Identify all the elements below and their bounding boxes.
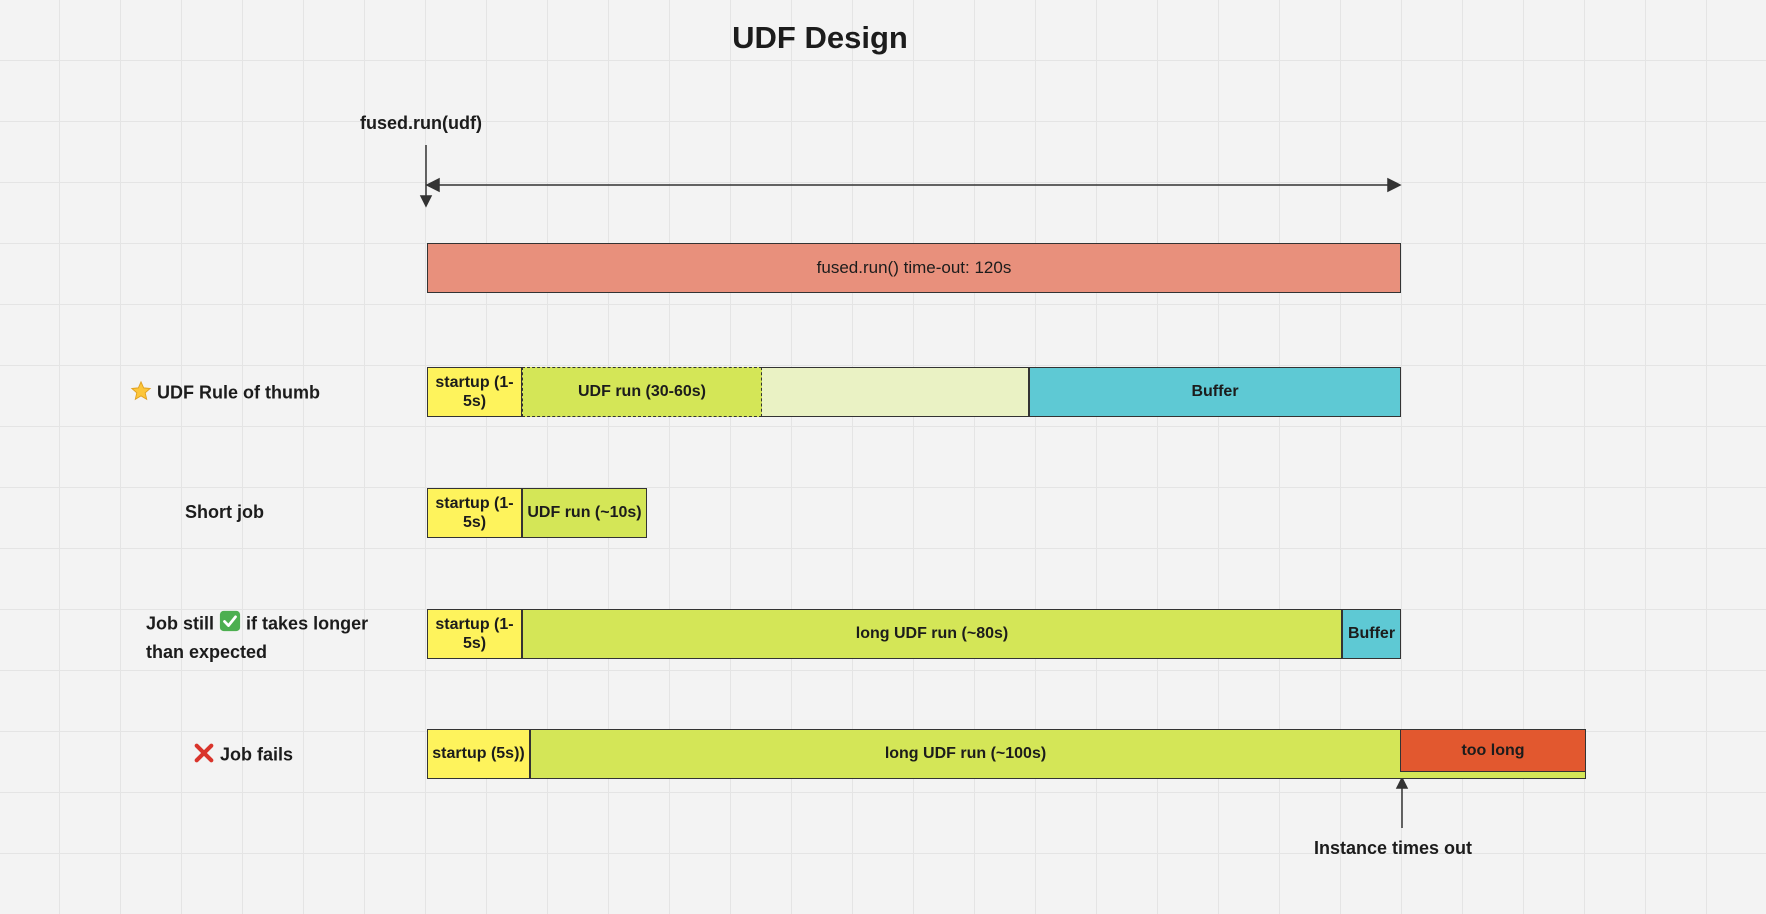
timeout-bar: fused.run() time-out: 120s xyxy=(427,243,1401,293)
row-label-rule-of-thumb: UDF Rule of thumb xyxy=(130,380,320,407)
startup-segment: startup (1-5s) xyxy=(427,367,522,417)
call-label: fused.run(udf) xyxy=(360,113,482,133)
timeout-annotation: Instance times out xyxy=(1314,838,1473,858)
check-mark-icon xyxy=(219,610,241,639)
buffer-segment: Buffer xyxy=(1029,367,1401,417)
timeout-up-arrowhead xyxy=(1395,776,1409,789)
cross-mark-icon xyxy=(193,742,215,769)
buffer-segment: Buffer xyxy=(1342,609,1401,659)
row-label-long-job-line2: than expected xyxy=(146,642,268,662)
row-label-job-fails-text: Job fails xyxy=(220,744,294,765)
page-title: UDF Design xyxy=(732,20,908,55)
startup-segment: startup (1-5s) xyxy=(427,488,522,538)
startup-segment: startup (1-5s) xyxy=(427,609,522,659)
row-label-long-job-part1: Job still xyxy=(146,613,215,634)
startup-segment: startup (5s)) xyxy=(427,729,530,779)
too-long-segment: too long xyxy=(1400,729,1586,772)
run-segment: UDF run (~10s) xyxy=(522,488,647,538)
timespan-arrow-right-head xyxy=(1387,177,1402,193)
row-label-job-fails: Job fails xyxy=(193,742,293,769)
row-label-rule-of-thumb-text: UDF Rule of thumb xyxy=(157,382,320,403)
star-icon xyxy=(130,380,152,407)
row-label-short-job: Short job xyxy=(185,502,264,522)
row-label-long-job: Job still if takes longer than expected xyxy=(146,610,368,665)
run-segment-label: long UDF run (~100s) xyxy=(884,745,1047,763)
row-label-long-job-part2: if takes longer xyxy=(246,613,369,634)
run-segment: UDF run (30-60s) xyxy=(522,367,762,417)
run-segment: long UDF run (~80s) xyxy=(522,609,1342,659)
timespan-arrow-left-head xyxy=(425,177,440,193)
call-down-arrowhead xyxy=(419,195,433,208)
